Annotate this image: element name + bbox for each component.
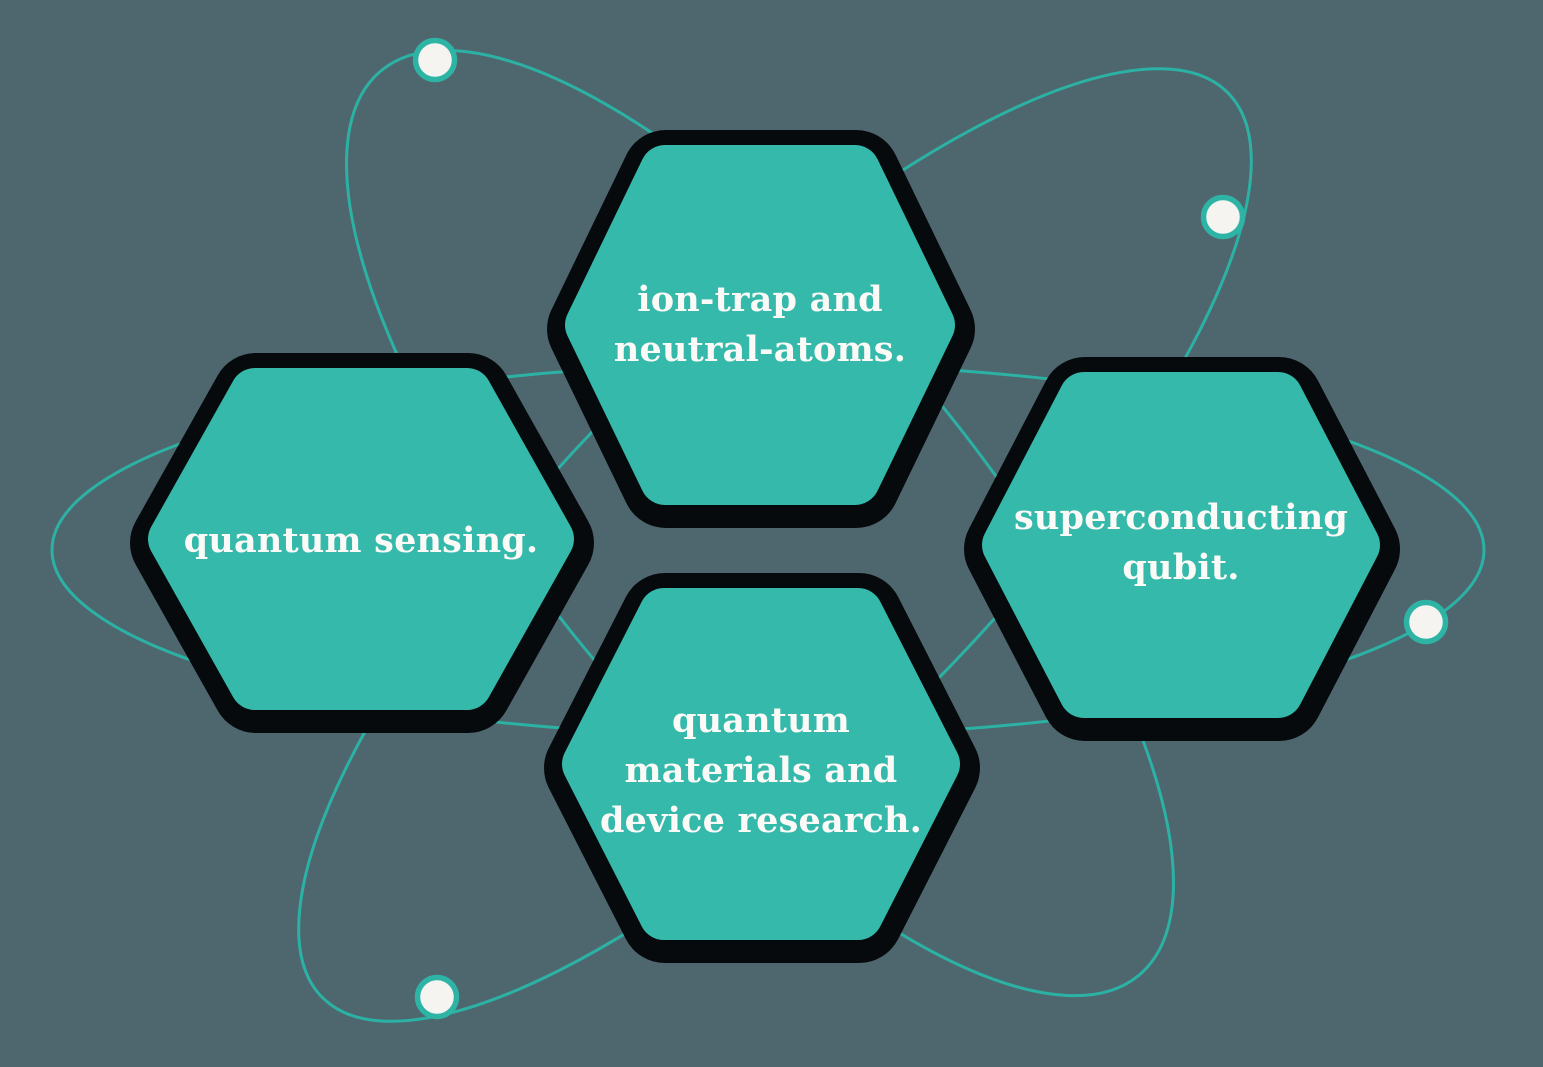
label-line: ion-trap and	[637, 279, 883, 320]
hexagon-group	[148, 145, 1380, 940]
hexagon-label-quantum-sensing: quantum sensing.	[161, 516, 561, 566]
label-line: neutral-atoms.	[613, 329, 907, 370]
hexagon-superconducting-qubit	[982, 372, 1380, 718]
label-line: device research.	[599, 800, 923, 841]
electron-dot-right	[1403, 599, 1449, 645]
label-line: superconducting	[1013, 497, 1349, 538]
electron-group	[412, 37, 1449, 1020]
label-line: materials and	[624, 750, 898, 791]
hexagon-ion-trap	[565, 145, 955, 505]
hexagon-label-ion-trap: ion-trap and neutral-atoms.	[560, 275, 960, 375]
label-line: quantum sensing.	[183, 520, 539, 561]
label-line: qubit.	[1122, 547, 1240, 588]
label-line: quantum	[671, 700, 851, 741]
hexagon-label-superconducting-qubit: superconducting qubit.	[981, 493, 1381, 593]
hexagon-quantum-sensing	[148, 368, 574, 710]
hexagon-label-quantum-materials: quantum materials and device research.	[561, 696, 961, 846]
electron-dot-top-right	[1200, 194, 1246, 240]
electron-dot-bottom-left	[414, 974, 460, 1020]
hexagon-quantum-materials	[562, 588, 960, 940]
electron-dot-top-left	[412, 37, 458, 83]
